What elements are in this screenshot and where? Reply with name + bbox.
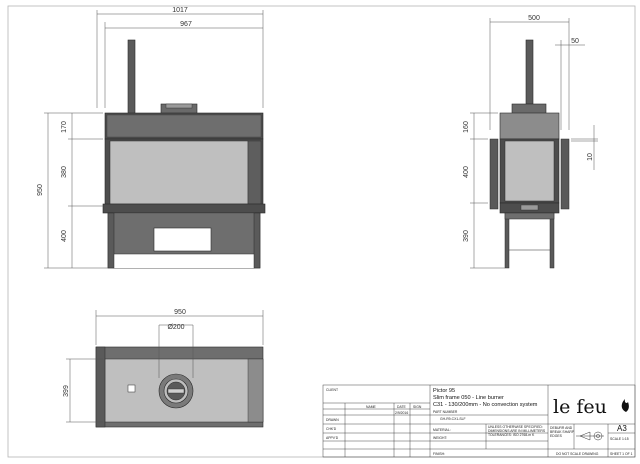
tb-drawn-label: DRAWN bbox=[326, 418, 339, 422]
side-glass bbox=[504, 140, 555, 202]
tb-part-number: GH-R9-CX1-SLF bbox=[440, 417, 466, 421]
dim-front-height-total: 950 bbox=[37, 184, 44, 196]
front-view: 1017 967 950 170 380 400 bbox=[37, 7, 266, 269]
front-base-opening bbox=[153, 227, 212, 252]
tb-drawn-date: 2/9/2016 bbox=[395, 411, 408, 415]
tb-tolerance-1: UNLESS OTHERWISE SPECIFIED: bbox=[488, 425, 543, 429]
side-top-body bbox=[499, 112, 560, 140]
dim-side-legs: 390 bbox=[463, 230, 470, 242]
dim-side-gap: 10 bbox=[587, 153, 594, 161]
flame-icon bbox=[621, 399, 629, 412]
tb-chkd-label: CHK'D bbox=[326, 427, 337, 431]
sheet-border bbox=[7, 5, 636, 458]
tb-deburr-2: BREAK SHARP bbox=[550, 430, 575, 434]
top-control-knob bbox=[127, 384, 136, 393]
dim-top-width: 950 bbox=[174, 309, 186, 316]
front-glass bbox=[109, 140, 249, 205]
tb-convection-desc: C31 - 130/200mm - No convection system bbox=[433, 402, 538, 408]
tb-finish-label: FINISH: bbox=[433, 452, 445, 456]
tb-deburr-1: DEBURR AND bbox=[550, 426, 573, 430]
tb-scale: SCALE 1:15 bbox=[610, 437, 629, 441]
top-view: 950 Ø200 399 bbox=[63, 309, 264, 428]
title-block-text: CLIENT NAME DATE SIGN DRAWN 2/9/2016 CHK… bbox=[326, 388, 633, 456]
dim-front-top: 170 bbox=[61, 121, 68, 133]
tb-weight-label: WEIGHT: bbox=[433, 436, 447, 440]
dim-side-width: 500 bbox=[528, 15, 540, 22]
tb-apprvd-label: APPV'D bbox=[326, 436, 339, 440]
tb-frame-desc: Slim frame 050 - Line burner bbox=[433, 395, 504, 401]
tb-part-number-label: PART NUMBER bbox=[433, 410, 458, 414]
tb-material-label: MATERIAL: bbox=[433, 428, 451, 432]
dim-top-flue: Ø200 bbox=[167, 324, 184, 331]
dim-front-width-body: 967 bbox=[180, 21, 192, 28]
tb-sheet-size: A3 bbox=[617, 424, 627, 433]
dim-side-offset: 50 bbox=[571, 38, 579, 45]
dim-side-glass: 400 bbox=[463, 166, 470, 178]
tb-date-header: DATE bbox=[397, 405, 407, 409]
dim-front-legs: 400 bbox=[61, 230, 68, 242]
tb-project-name: Pictor 95 bbox=[433, 388, 455, 394]
tb-sheet: SHEET 1 OF 1 bbox=[610, 452, 633, 456]
projection-symbol-icon bbox=[576, 431, 604, 441]
tb-tolerance-3: TOLERANCES: ISO 2768-m K bbox=[488, 433, 535, 437]
tb-deburr-3: EDGES bbox=[550, 434, 563, 438]
tb-do-not-scale: DO NOT SCALE DRAWING bbox=[556, 452, 599, 456]
dim-side-top: 160 bbox=[463, 121, 470, 133]
tb-tolerance-2: DIMENSIONS ARE IN MILLIMETERS bbox=[488, 429, 546, 433]
tb-name-header: NAME bbox=[366, 405, 377, 409]
dim-front-width-total: 1017 bbox=[172, 7, 188, 14]
front-flue-pipe bbox=[127, 39, 136, 115]
title-block bbox=[322, 384, 636, 458]
dim-front-glass: 380 bbox=[61, 166, 68, 178]
dim-top-depth: 399 bbox=[63, 385, 70, 397]
tb-client-label: CLIENT bbox=[326, 388, 338, 392]
side-legs bbox=[504, 212, 510, 269]
side-flue-pipe bbox=[525, 39, 534, 105]
logo-text: le feu bbox=[553, 396, 607, 418]
tb-sign-header: SIGN bbox=[413, 405, 422, 409]
side-view: 500 50 160 400 390 10 bbox=[463, 15, 598, 269]
